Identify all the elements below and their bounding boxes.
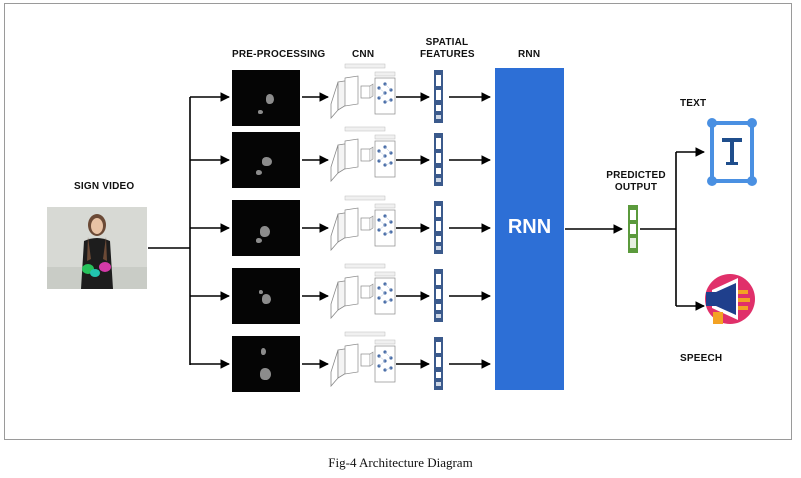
spatial-features-line2: FEATURES [420,49,475,60]
spatial-feature-vector-1 [434,70,443,123]
cnn-block-1 [330,63,396,119]
rnn-label: RNN [518,49,541,60]
signer-image [47,207,147,289]
cnn-block-3 [330,195,396,251]
sign-video-label: SIGN VIDEO [74,181,135,192]
predicted-output-vector [628,205,638,253]
predicted-output-line1: PREDICTED [606,170,666,181]
text-output-label: TEXT [680,98,707,109]
cnn-block-4 [330,263,396,319]
speech-output-label: SPEECH [680,353,723,364]
predicted-output-label: PREDICTED OUTPUT [604,170,668,194]
rnn-block-label: RNN [507,216,552,238]
megaphone-speech-icon [705,274,755,324]
sign-video-thumbnail [47,207,147,289]
cnn-block-5 [330,331,396,387]
figure-caption: Fig-4 Architecture Diagram [328,455,473,470]
preprocessed-frame-3 [232,200,300,256]
preprocessed-frame-5 [232,336,300,392]
rnn-block: RNN [495,68,564,390]
preprocessed-frame-1 [232,70,300,126]
predicted-output-line2: OUTPUT [614,182,658,193]
spatial-features-label: SPATIAL FEATURES [420,37,475,61]
spatial-feature-vector-2 [434,133,443,186]
spatial-feature-vector-3 [434,201,443,254]
cnn-label: CNN [352,49,375,60]
cnn-block-2 [330,126,396,182]
pre-processing-label: PRE-PROCESSING [232,49,326,60]
spatial-feature-vector-5 [434,337,443,390]
text-icon [707,118,757,186]
spatial-feature-vector-4 [434,269,443,322]
preprocessed-frame-2 [232,132,300,188]
spatial-features-line1: SPATIAL [425,37,469,48]
preprocessed-frame-4 [232,268,300,324]
